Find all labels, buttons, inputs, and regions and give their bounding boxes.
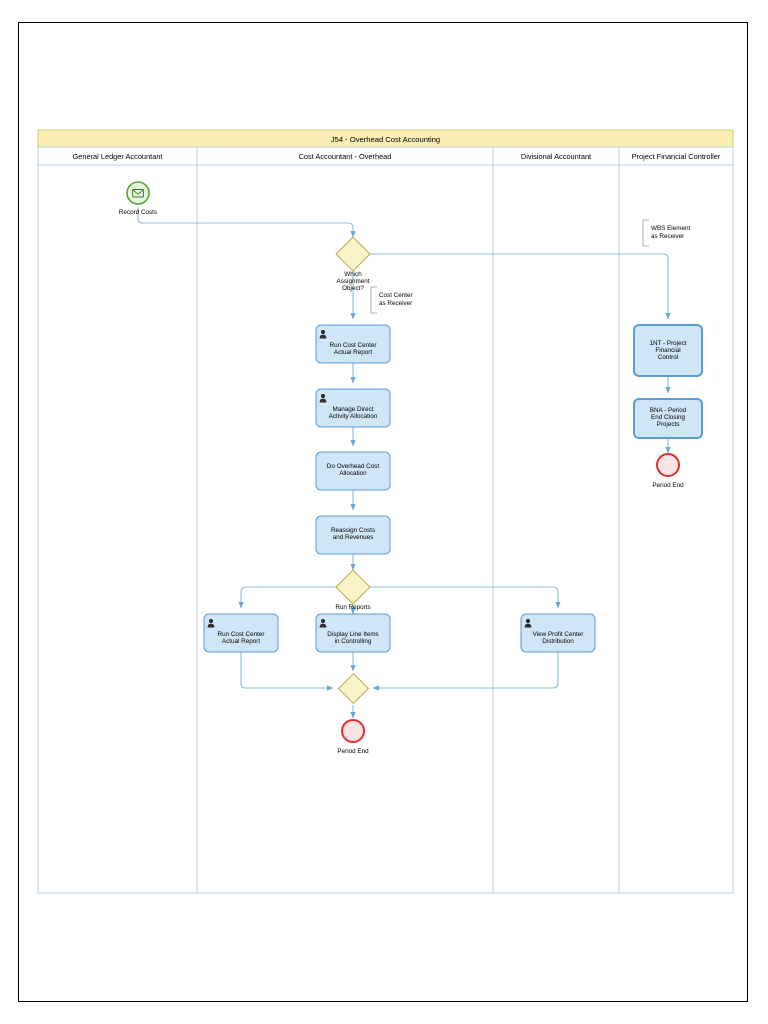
- bpmn-diagram: J54 - Overhead Cost Accounting General L…: [37, 129, 734, 894]
- gateway-run-reports[interactable]: Run Reports: [335, 569, 371, 611]
- task-rect: [315, 388, 391, 428]
- gateway-label: Run Reports: [335, 604, 370, 611]
- call-activity-label-line1: 1NT - Project: [650, 340, 687, 347]
- task-label-line1: Display Line Items: [327, 631, 378, 638]
- sequence-flows: [137, 207, 671, 719]
- annotation-cost-center-as-receiver: Cost Center as Receiver: [370, 286, 413, 314]
- task-label-line1: Run Cost Center: [330, 342, 377, 349]
- task-run-cost-center-actual-report-2[interactable]: Run Cost Center Actual Report: [203, 613, 279, 653]
- task-run-cost-center-actual-report-1[interactable]: Run Cost Center Actual Report: [315, 324, 391, 364]
- envelope-icon-flap: [132, 189, 144, 195]
- call-activity-label-line3: Projects: [657, 421, 680, 428]
- flow-run-reports-to-view-profit-center: [370, 586, 561, 609]
- lane-label-general-ledger-accountant: General Ledger Accountant: [73, 152, 163, 161]
- task-label-line1: Reassign Costs: [331, 527, 375, 534]
- start-event-record-costs[interactable]: Record Costs: [119, 181, 157, 216]
- flow-run-cc-report-2-to-merge: [240, 652, 334, 691]
- task-rect: [203, 613, 279, 653]
- gateway-label-line2: Assignment: [337, 278, 370, 285]
- end-event-circle: [341, 719, 365, 743]
- end-event-circle: [656, 453, 680, 477]
- envelope-icon: [132, 189, 144, 198]
- call-activity-1nt-project-financial-control[interactable]: 1NT - Project Financial Control: [633, 324, 703, 377]
- task-view-profit-center-distribution[interactable]: View Profit Center Distribution: [520, 613, 596, 653]
- task-do-overhead-cost-allocation[interactable]: Do Overhead Cost Allocation: [315, 451, 391, 491]
- task-label-line2: Activity Allocation: [329, 413, 378, 420]
- user-task-icon: [319, 393, 327, 403]
- flow-run-reports-to-run-cc-report-2: [238, 586, 336, 609]
- call-activity-label-line2: Financial: [655, 347, 680, 354]
- task-rect: [315, 451, 391, 491]
- lane-label-cost-accountant-overhead: Cost Accountant - Overhead: [299, 152, 392, 161]
- pool-body: [37, 146, 734, 894]
- task-rect: [315, 324, 391, 364]
- end-event-label: Period End: [652, 482, 684, 489]
- call-activity-rect: [633, 398, 703, 439]
- end-event-label: Period End: [337, 748, 369, 755]
- task-label-line2: Actual Report: [222, 638, 260, 645]
- task-label-line2: Distribution: [542, 638, 574, 645]
- user-task-icon: [319, 618, 327, 628]
- gateway-label-line3: Object?: [342, 285, 364, 292]
- task-display-line-items-in-controlling[interactable]: Display Line Items in Controlling: [315, 613, 391, 653]
- pool: J54 - Overhead Cost Accounting General L…: [37, 129, 734, 894]
- gateway-merge[interactable]: [337, 672, 370, 705]
- annotation-bracket-wbs: [642, 219, 649, 247]
- gateway-which-assignment-object[interactable]: Which Assignment Object?: [335, 236, 371, 292]
- call-activity-label-line1: BNA - Period: [650, 407, 687, 414]
- task-label-line1: View Profit Center: [533, 631, 584, 638]
- task-rect: [520, 613, 596, 653]
- task-label-line2: Actual Report: [334, 349, 372, 356]
- task-manage-direct-activity-allocation[interactable]: Manage Direct Activity Allocation: [315, 388, 391, 428]
- task-label-line1: Run Cost Center: [218, 631, 265, 638]
- call-activity-rect: [633, 324, 703, 377]
- flow-start-to-gateway: [137, 207, 356, 238]
- annotation-text-wbs-line1: WBS Element: [651, 225, 690, 232]
- task-label-line2: in Controlling: [335, 638, 372, 645]
- end-event-period-end-project-financial-controller[interactable]: Period End: [652, 453, 684, 489]
- gateway-label-line1: Which: [344, 271, 362, 278]
- task-label-line1: Manage Direct: [333, 406, 374, 413]
- task-label-line2: Allocation: [339, 470, 367, 477]
- annotation-text-cost-center-line1: Cost Center: [379, 292, 413, 299]
- call-activity-label-line3: Control: [658, 354, 678, 361]
- task-label-line2: and Revenues: [333, 534, 374, 541]
- annotation-bracket-cost-center: [370, 286, 377, 314]
- gateway-diamond: [337, 672, 370, 705]
- annotation-text-wbs-line2: as Receiver: [651, 233, 684, 240]
- call-activity-label-line2: End Closing: [651, 414, 685, 421]
- task-rect: [315, 515, 391, 555]
- flow-gateway-to-1nt: [370, 253, 671, 320]
- end-event-period-end-cost-accountant[interactable]: Period End: [337, 719, 369, 755]
- lane-label-project-financial-controller: Project Financial Controller: [632, 152, 721, 161]
- gateway-diamond: [335, 236, 371, 272]
- annotation-wbs-element-as-receiver: WBS Element as Receiver: [642, 219, 690, 247]
- task-label-line1: Do Overhead Cost: [327, 463, 379, 470]
- user-task-icon: [524, 618, 532, 628]
- task-rect: [315, 613, 391, 653]
- start-event-circle: [126, 181, 150, 205]
- call-activity-bna-period-end-closing-projects[interactable]: BNA - Period End Closing Projects: [633, 398, 703, 439]
- document-sheet: J54 - Overhead Cost Accounting General L…: [18, 22, 748, 1002]
- user-task-icon: [319, 329, 327, 339]
- annotation-text-cost-center-line2: as Receiver: [379, 300, 412, 307]
- lane-label-divisional-accountant: Divisional Accountant: [521, 152, 591, 161]
- flow-view-profit-center-to-merge: [372, 652, 559, 691]
- user-task-icon: [207, 618, 215, 628]
- task-reassign-costs-and-revenues[interactable]: Reassign Costs and Revenues: [315, 515, 391, 555]
- gateway-diamond: [335, 569, 371, 605]
- pool-title: J54 - Overhead Cost Accounting: [331, 135, 440, 144]
- start-event-label: Record Costs: [119, 209, 157, 216]
